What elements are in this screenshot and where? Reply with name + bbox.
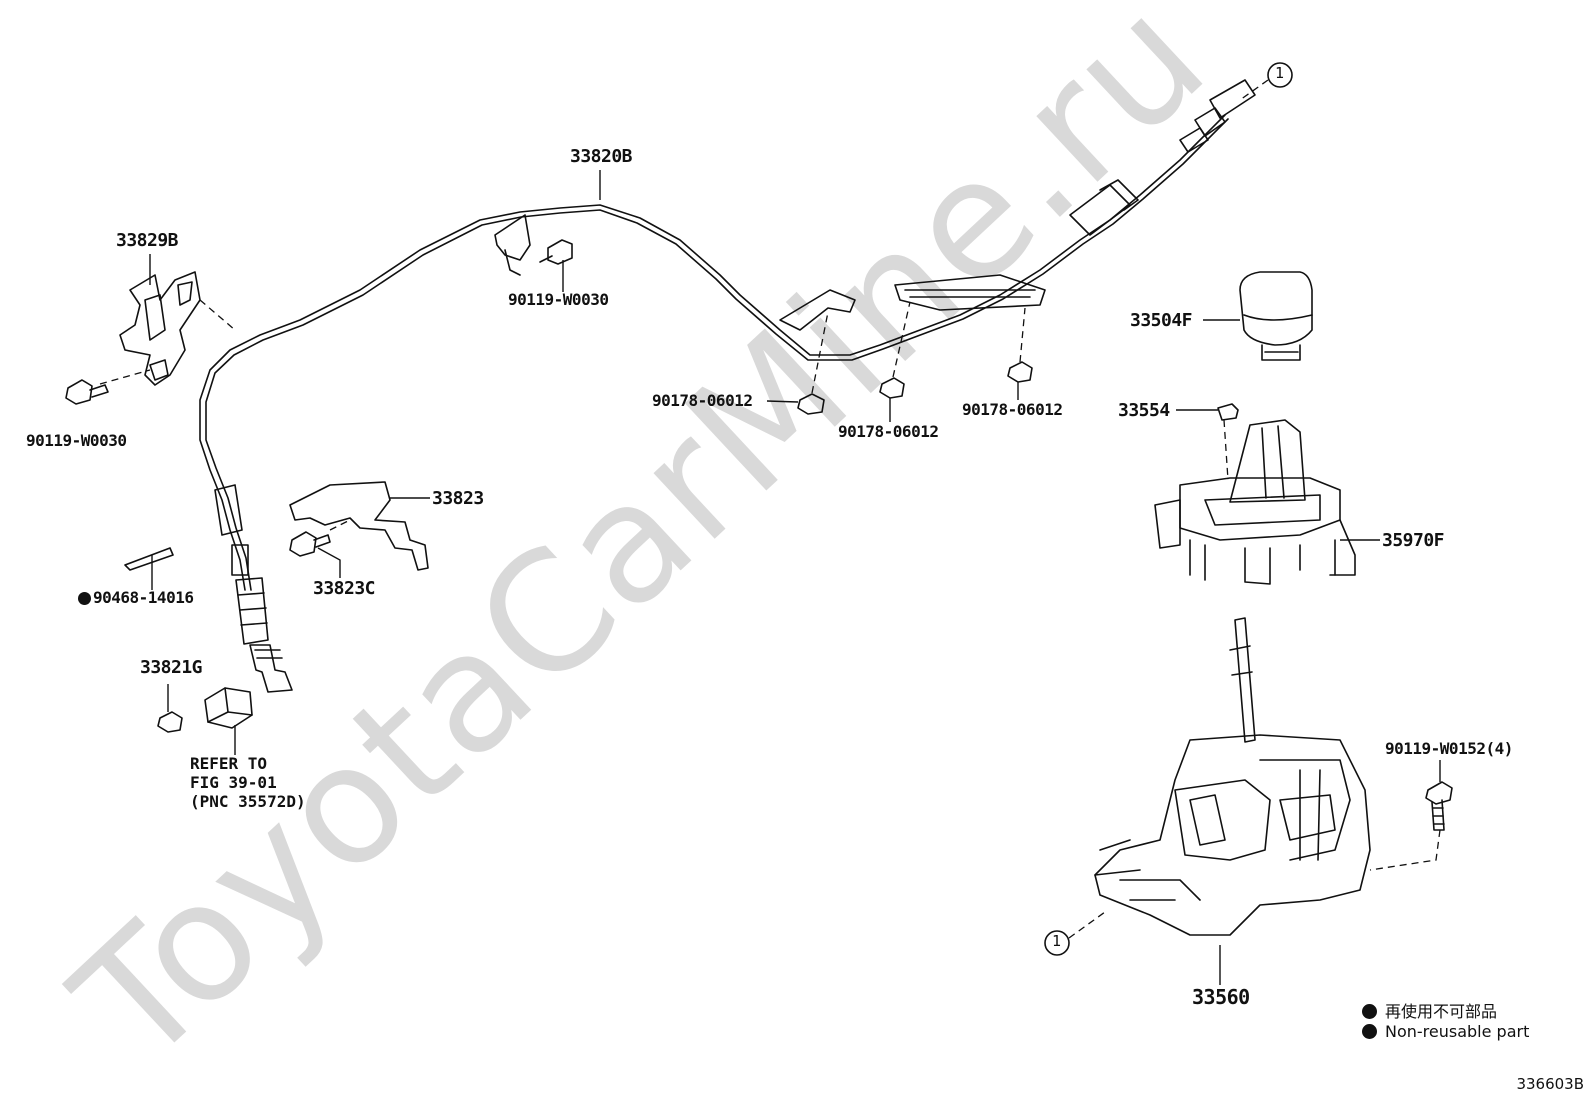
label-33829b: 33829B [116, 230, 179, 251]
shift-lever-assembly-33560 [1094, 617, 1371, 936]
label-33504f: 33504F [1130, 310, 1193, 331]
label-90178-06012-c: 90178-06012 [962, 400, 1063, 419]
bolt-90119-w0030-left [65, 379, 109, 405]
label-90178-06012-b: 90178-06012 [838, 422, 939, 441]
label-33823c: 33823C [313, 578, 376, 599]
callout-number-bottom: 1 [1052, 932, 1061, 950]
bolt-90119-w0030-top [539, 239, 573, 265]
label-33821g: 33821G [140, 657, 203, 678]
nut-90178-b [879, 377, 905, 399]
reference-note-line3: (PNC 35572D) [190, 792, 306, 811]
clip-90468 [124, 547, 174, 571]
legend-dot-en [1362, 1024, 1377, 1039]
legend-en: Non-reusable part [1362, 1022, 1529, 1041]
bolt-33823c [289, 531, 331, 557]
indicator-housing-35970f [1154, 419, 1356, 585]
nut-90178-a [797, 393, 825, 415]
label-33560: 33560 [1192, 985, 1250, 1009]
shift-cable [199, 79, 1256, 693]
shift-knob-33504f [1239, 271, 1313, 361]
callout-marker-top [1267, 62, 1293, 88]
label-90468-text: 90468-14016 [93, 588, 194, 607]
non-reusable-dot [78, 592, 91, 605]
label-33554: 33554 [1118, 400, 1170, 421]
label-90178-06012-a: 90178-06012 [652, 391, 753, 410]
label-90119-w0030-top: 90119-W0030 [508, 290, 609, 309]
label-33820b: 33820B [570, 146, 633, 167]
clip-33554 [1217, 403, 1239, 421]
label-33823: 33823 [432, 488, 484, 509]
legend-dot-jp [1362, 1004, 1377, 1019]
label-90119-w0152: 90119-W0152(4) [1385, 739, 1513, 758]
label-35970f: 35970F [1382, 530, 1445, 551]
nut-33821g [157, 711, 183, 733]
bolt-90119-w0152 [1425, 781, 1453, 831]
bushing [204, 687, 253, 729]
reference-note: REFER TO FIG 39-01 (PNC 35572D) [190, 754, 306, 811]
nut-90178-c [1007, 361, 1033, 383]
cable-clip-left [779, 289, 856, 331]
bracket-33829b [119, 271, 201, 386]
figure-number: 336603B [1516, 1075, 1584, 1093]
reference-note-line1: REFER TO [190, 754, 268, 773]
label-90119-w0030-left: 90119-W0030 [26, 431, 127, 450]
legend-en-text: Non-reusable part [1385, 1022, 1530, 1041]
cable-clip-right [894, 274, 1046, 311]
legend-jp: 再使用不可部品 [1362, 998, 1497, 1022]
reference-note-line2: FIG 39-01 [190, 773, 277, 792]
bracket-33823 [289, 481, 429, 571]
callout-number-top: 1 [1275, 64, 1284, 82]
callout-marker-bottom [1044, 930, 1070, 956]
label-90468-14016: 90468-14016 [78, 588, 194, 607]
legend-jp-text: 再使用不可部品 [1385, 1002, 1498, 1021]
